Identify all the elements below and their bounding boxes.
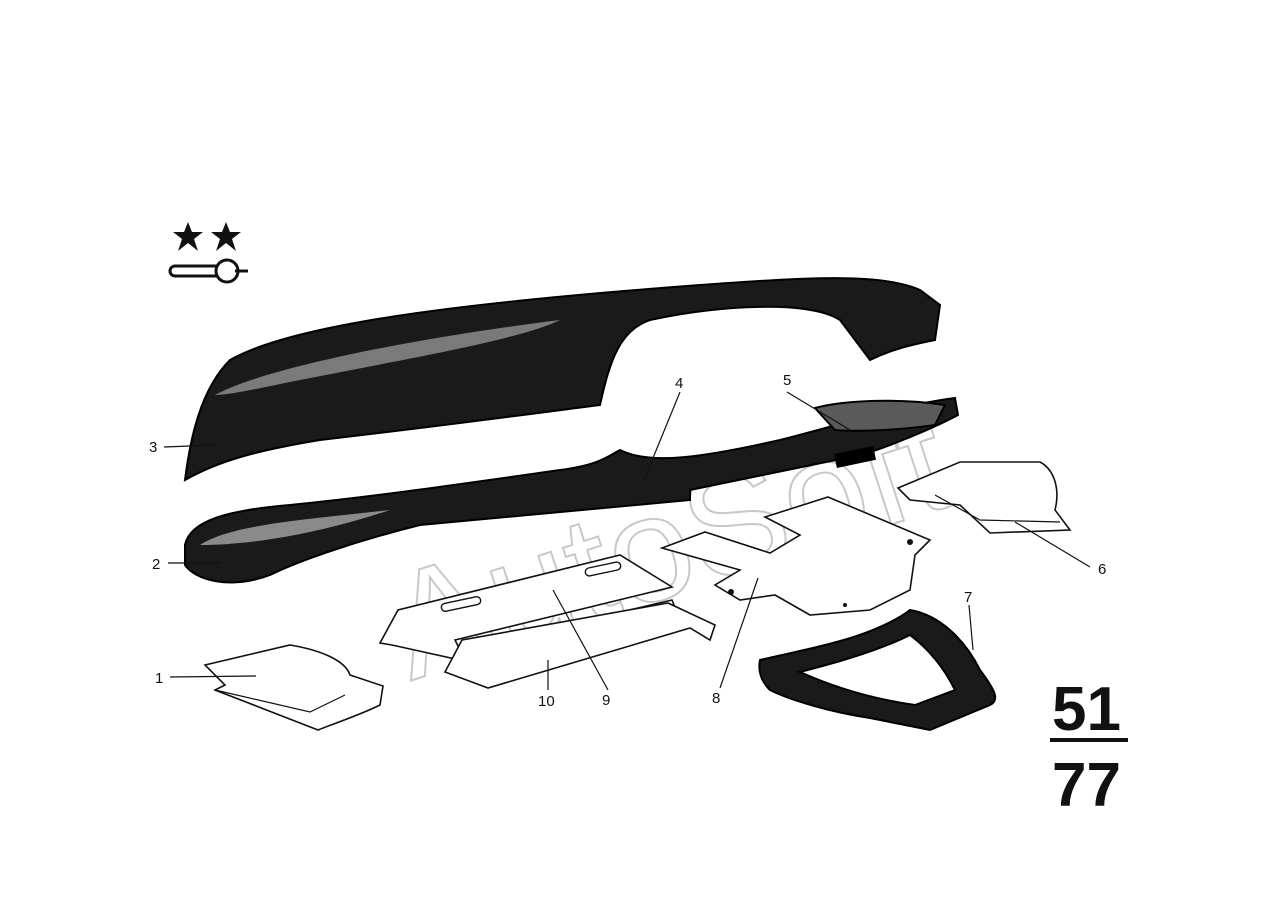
callout-7: 7 bbox=[964, 589, 972, 606]
dashboard-lower-highlight bbox=[200, 510, 390, 545]
callout-2: 2 bbox=[152, 556, 160, 573]
key-icon bbox=[168, 258, 248, 284]
callout-5: 5 bbox=[783, 372, 791, 389]
callout-6: 6 bbox=[1098, 561, 1106, 578]
console-frame-opening bbox=[796, 633, 957, 707]
panel-lower bbox=[443, 602, 716, 689]
plate-left bbox=[203, 644, 384, 731]
dashboard-lower bbox=[184, 396, 960, 584]
cover-plate-right bbox=[896, 461, 1072, 534]
star-icon bbox=[173, 222, 203, 251]
callout-4: 4 bbox=[675, 375, 683, 392]
callout-3: 3 bbox=[149, 439, 157, 456]
page-number-bottom: 77 bbox=[1052, 751, 1121, 820]
callout-9: 9 bbox=[602, 692, 610, 709]
leader-1 bbox=[169, 675, 257, 678]
tray-right bbox=[813, 399, 947, 432]
leader-4 bbox=[643, 391, 681, 481]
callout-1: 1 bbox=[155, 670, 163, 687]
callout-10: 10 bbox=[538, 693, 555, 710]
bracket-plate-center bbox=[659, 496, 932, 616]
leader-8 bbox=[719, 577, 759, 689]
dashboard-upper-pad bbox=[183, 277, 942, 482]
leader-6 bbox=[1014, 521, 1091, 568]
dashboard-lower-slot bbox=[833, 445, 877, 469]
leader-7 bbox=[968, 604, 974, 651]
leader-3 bbox=[163, 444, 216, 448]
leader-5 bbox=[786, 391, 851, 431]
leader-9 bbox=[552, 589, 609, 691]
dashboard-upper-highlight bbox=[215, 320, 560, 395]
page-number-top: 51 bbox=[1052, 675, 1121, 744]
star-icon bbox=[211, 222, 241, 251]
callout-8: 8 bbox=[712, 690, 720, 707]
